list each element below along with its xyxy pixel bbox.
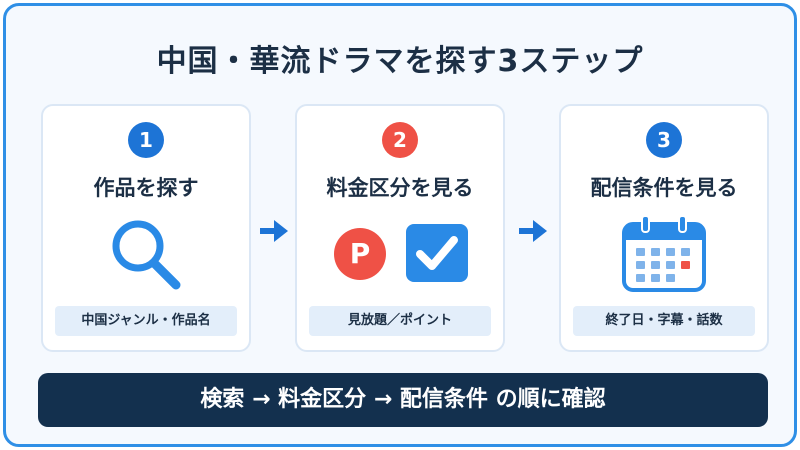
calendar-icon	[622, 216, 706, 292]
point-icon: P	[334, 228, 386, 280]
step-card-3: 3 配信条件を見る	[559, 104, 769, 352]
arrow-right-icon	[519, 220, 547, 242]
arrow-right-icon	[260, 220, 288, 242]
page-title: 中国・華流ドラマを探す3ステップ	[156, 44, 644, 79]
step-card-2: 2 料金区分を見る P 見放題／ポイント	[295, 104, 505, 352]
summary-bar: 検索 → 料金区分 → 配信条件 の順に確認	[38, 373, 768, 427]
step-title: 作品を探す	[93, 176, 199, 200]
step-title: 配信条件を見る	[590, 176, 738, 200]
check-icon	[406, 224, 468, 282]
step-icon-area	[561, 214, 767, 296]
point-icon-letter: P	[350, 237, 371, 270]
step-tag: 見放題／ポイント	[309, 306, 491, 336]
step-tag: 終了日・字幕・話数	[573, 306, 755, 336]
step-number-badge: 3	[646, 122, 682, 158]
step-icon-area	[43, 214, 249, 296]
step-number-badge: 1	[128, 122, 164, 158]
step-title: 料金区分を見る	[326, 176, 474, 200]
step-card-1: 1 作品を探す 中国ジャンル・作品名	[41, 104, 251, 352]
step-tag: 中国ジャンル・作品名	[55, 306, 237, 336]
search-icon	[112, 220, 181, 290]
step-icon-area: P	[297, 214, 503, 296]
step-number-badge: 2	[382, 122, 418, 158]
frame: 中国・華流ドラマを探す3ステップ 1 作品を探す 中国ジャンル・作品名 2 料金…	[3, 3, 797, 447]
